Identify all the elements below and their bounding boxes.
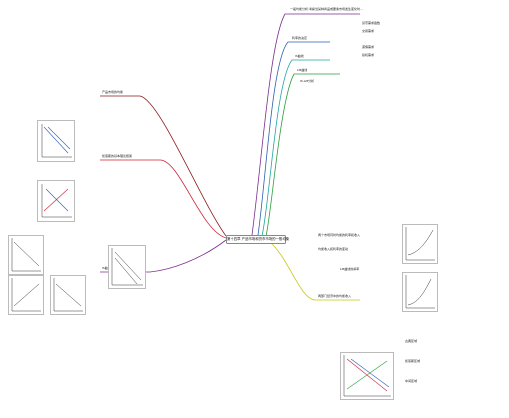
node-10[interactable]: 投机需求 — [362, 53, 375, 57]
node-18[interactable]: 两个市场同时均衡的利率和收入 — [318, 233, 361, 237]
graph-c — [50, 275, 86, 315]
node-14[interactable]: LM曲线的斜率 — [340, 267, 360, 271]
node-12[interactable]: 产品市场的均衡 — [102, 90, 124, 94]
graph-lm-left — [37, 180, 75, 222]
node-9[interactable]: 谨慎需求 — [362, 45, 375, 49]
node-3[interactable]: IS曲线 — [295, 54, 304, 58]
node-13[interactable]: 两部门经济中的均衡收入 — [318, 294, 352, 298]
root-node[interactable]: 第十四章 产品市场和货币市场的一般均衡 — [226, 235, 289, 244]
graph-is-left — [37, 120, 75, 162]
graph-d — [108, 245, 146, 289]
node-7[interactable]: 货币需求函数 — [362, 21, 381, 25]
graph-f — [402, 272, 438, 312]
graph-b — [8, 275, 44, 315]
graph-a — [8, 235, 44, 275]
node-17[interactable]: 中间区域 — [405, 379, 418, 383]
node-6[interactable]: 凯恩斯的基本理论框架 — [102, 154, 133, 158]
node-5[interactable]: IS-LM分析 — [300, 79, 315, 83]
node-4[interactable]: LM曲线 — [297, 68, 308, 72]
node-19[interactable]: 均衡收入和利率的变动 — [318, 247, 349, 251]
node-16[interactable]: 凯恩斯区域 — [405, 359, 421, 363]
graph-e — [402, 224, 438, 264]
graph-g — [340, 352, 394, 400]
node-1[interactable]: 一般均衡分析:考察当某种商品或要素市场发生变化时... — [290, 7, 363, 11]
node-15[interactable]: 古典区域 — [405, 339, 418, 343]
node-8[interactable]: 交易需求 — [362, 29, 375, 33]
node-2[interactable]: 利率的决定 — [292, 36, 308, 40]
